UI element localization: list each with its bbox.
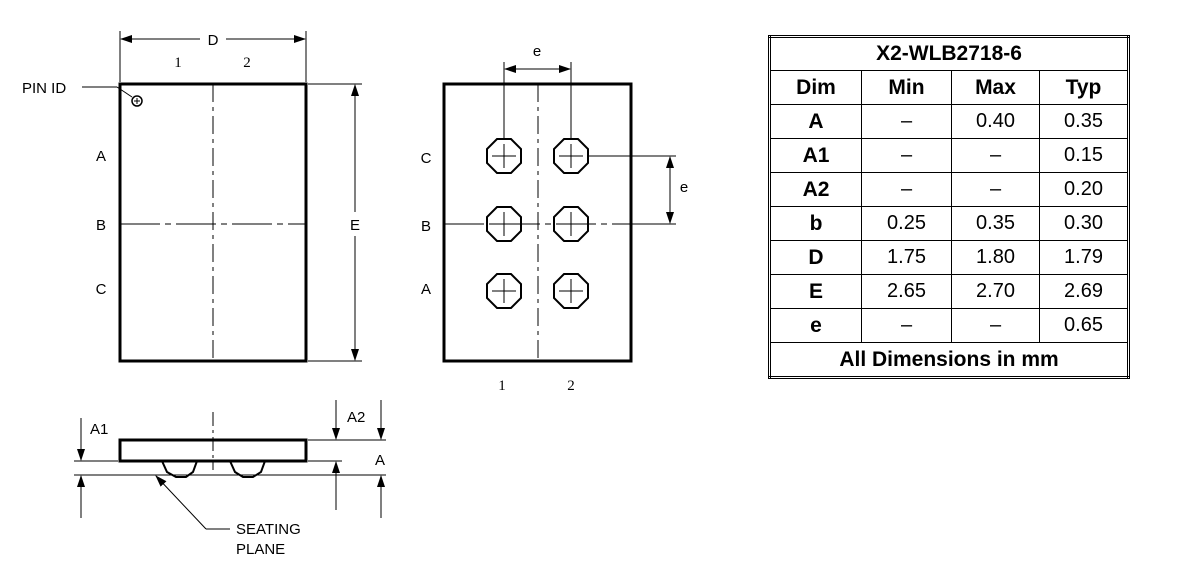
dimension-E-label: E [350,217,360,234]
table-cell-max: – [951,308,1040,343]
solder-bump-B2 [553,206,589,242]
solder-bump-C2 [553,138,589,174]
top-view-row-B: B [96,217,106,234]
table-header-cell: Max [951,70,1040,105]
table-cell-dim: E [769,274,862,309]
side-view: A1 A2 A SEATING PLANE [74,400,386,558]
top-view-col-2: 2 [243,55,251,71]
table-cell-dim: A2 [769,172,862,207]
table-cell-max: – [951,172,1040,207]
table-cell-dim: b [769,206,862,241]
pin-id-marker [131,95,143,107]
dimension-A2-label: A2 [347,409,365,426]
bottom-view-row-C: C [421,150,432,167]
table-cell-max: 2.70 [951,274,1040,309]
table-cell-max: 1.80 [951,240,1040,275]
table-row: A2 – – 0.20 [769,172,1130,207]
bottom-view: e e C B A [421,43,689,394]
top-view: PIN ID D E 1 2 A B C [22,31,362,363]
table-cell-typ: 0.30 [1038,206,1130,241]
table-cell-max: 0.40 [951,104,1040,139]
table-cell-typ: 2.69 [1038,274,1130,309]
table-cell-typ: 0.35 [1038,104,1130,139]
table-cell-dim: D [769,240,862,275]
pitch-e-vertical-label: e [680,179,688,196]
table-cell-min: – [861,138,952,173]
table-cell-typ: 0.20 [1038,172,1130,207]
table-cell-max: – [951,138,1040,173]
table-row: E 2.65 2.70 2.69 [769,274,1130,309]
table-row: e – – 0.65 [769,308,1130,343]
table-cell-typ: 0.15 [1038,138,1130,173]
table-cell-min: 0.25 [861,206,952,241]
top-view-col-1: 1 [174,55,182,71]
table-cell-dim: A [769,104,862,139]
pin-id-label: PIN ID [22,80,66,97]
seating-plane-label-line1: SEATING [236,521,301,538]
dimension-A1-label: A1 [90,421,108,438]
solder-bump-A1 [486,273,522,309]
solder-bump-B1 [486,206,522,242]
bottom-view-col-1: 1 [498,378,506,394]
table-header-cell: Min [861,70,952,105]
table-row: b 0.25 0.35 0.30 [769,206,1130,241]
table-cell-typ: 1.79 [1038,240,1130,275]
bottom-view-row-B: B [421,218,431,235]
table-header-cell: Dim [769,70,862,105]
table-row: A – 0.40 0.35 [769,104,1130,139]
side-view-bump-1 [161,460,198,478]
table-footer-row: All Dimensions in mm [768,342,1130,378]
table-cell-min: – [861,172,952,207]
pitch-e-horizontal-label: e [533,43,541,60]
dimension-A-label: A [375,452,385,469]
table-header-row: Dim Min Max Typ [769,70,1130,105]
seating-plane-label-line2: PLANE [236,541,285,558]
bottom-view-col-2: 2 [567,378,575,394]
table-row: D 1.75 1.80 1.79 [769,240,1130,275]
side-view-bump-2 [229,460,266,478]
solder-bump-C1 [486,138,522,174]
top-view-row-C: C [96,281,107,298]
top-view-row-A: A [96,148,106,165]
table-row: A1 – – 0.15 [769,138,1130,173]
table-cell-min: 1.75 [861,240,952,275]
bottom-view-row-A: A [421,281,431,298]
table-cell-dim: A1 [769,138,862,173]
table-title-row: X2-WLB2718-6 [768,36,1130,71]
table-header-cell: Typ [1038,70,1130,105]
table-cell-max: 0.35 [951,206,1040,241]
side-view-body [118,438,308,463]
table-title: X2-WLB2718-6 [768,36,1130,71]
table-cell-min: – [861,308,952,343]
table-cell-typ: 0.65 [1038,308,1130,343]
solder-bump-A2 [553,273,589,309]
table-cell-min: – [861,104,952,139]
table-footer: All Dimensions in mm [768,342,1130,378]
table-cell-min: 2.65 [861,274,952,309]
table-cell-dim: e [769,308,862,343]
dimension-table: X2-WLB2718-6 Dim Min Max Typ A – 0.40 0.… [768,35,1131,379]
dimension-D-label: D [208,32,219,49]
